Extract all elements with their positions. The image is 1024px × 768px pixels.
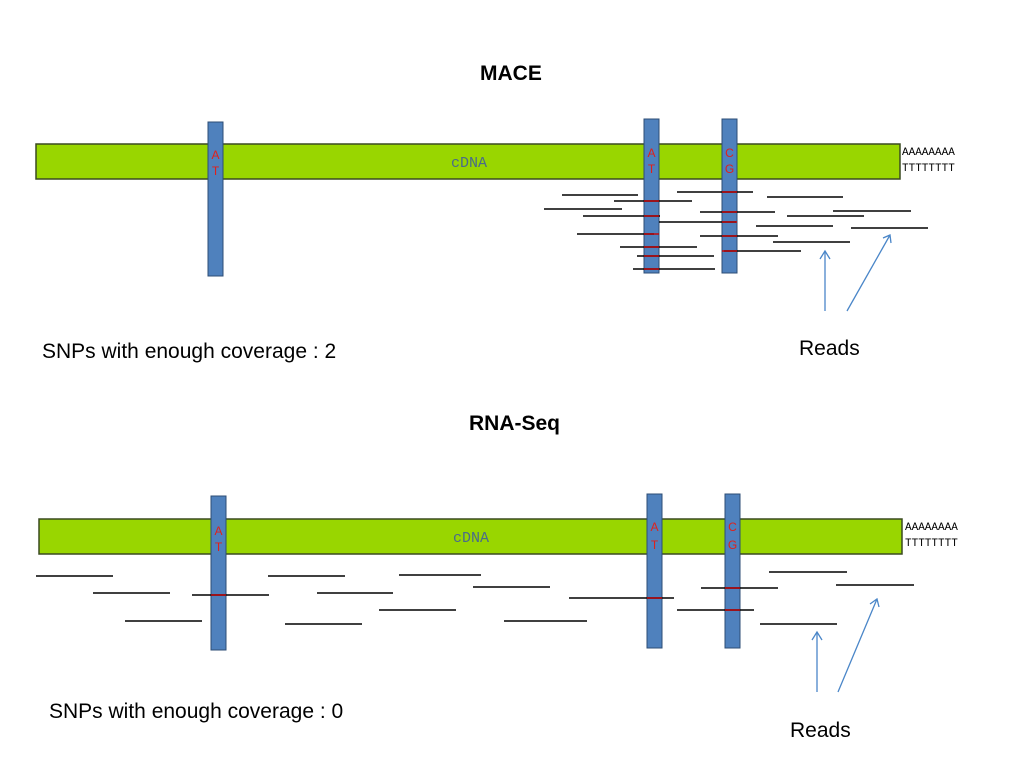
rnaseq-poly-a: AAAAAAAA [905,522,958,534]
arrow-head-icon [819,249,831,260]
mace-cdna-label: cDNA [451,155,487,172]
mace-cdna-bar [35,143,901,180]
rnaseq-snp-bar-2 [646,493,663,649]
rnaseq-cdna-label: cDNA [453,530,489,547]
mace-snp-1-allele-2: T [212,164,220,178]
rnaseq-poly-t: TTTTTTTT [905,538,958,550]
mace-snp-3-allele-2: G [725,162,734,176]
rnaseq-title: RNA-Seq [469,412,561,435]
mace-coverage-caption: SNPs with enough coverage : 2 [42,340,337,363]
mace-panel: cDNA A T A T C G [35,118,928,312]
mace-snp-1-allele-1: A [211,148,219,162]
arrow-head-icon [882,234,892,244]
rnaseq-snp-2-allele-2: T [651,538,659,552]
mace-snp-2-allele-2: T [648,162,656,176]
mace-snp-bar-3 [721,118,738,274]
rnaseq-snp-2-allele-1: A [650,520,658,534]
arrow-icon [837,598,878,693]
rnaseq-coverage-caption: SNPs with enough coverage : 0 [49,700,344,723]
rnaseq-poly-a-tail: AAAAAAAA TTTTTTTT [905,520,958,552]
mace-snp-3-allele-1: C [725,146,734,160]
mace-title: MACE [480,62,542,85]
rnaseq-snp-bar-3 [724,493,741,649]
mace-snp-2-allele-1: A [647,146,655,160]
rnaseq-snp-1-allele-1: A [214,524,222,538]
mace-reads [544,191,928,270]
rnaseq-snp-hit-marks [211,587,740,611]
mace-snp-bar-2 [643,118,660,274]
rnaseq-snp-3-allele-2: G [728,538,737,552]
rnaseq-snp-3-allele-1: C [728,520,737,534]
rnaseq-panel: cDNA A T A T C G [36,493,914,693]
mace-snp-hit-marks [644,191,737,270]
mace-snp-bar-1 [207,121,224,277]
arrow-head-icon [869,597,880,608]
rnaseq-reads-label: Reads [790,719,851,742]
rnaseq-read-arrows [811,597,880,693]
mace-poly-t: TTTTTTTT [902,163,955,175]
arrow-icon [846,234,891,312]
mace-reads-label: Reads [799,337,860,360]
rnaseq-cdna-bar [38,518,903,555]
mace-read-arrows [819,234,892,312]
rnaseq-snp-1-allele-2: T [215,540,223,554]
mace-poly-a: AAAAAAAA [902,147,955,159]
rnaseq-reads [36,571,914,625]
mace-poly-a-tail: AAAAAAAA TTTTTTTT [902,145,955,177]
arrow-head-icon [811,630,823,641]
rnaseq-snp-bar-1 [210,495,227,651]
